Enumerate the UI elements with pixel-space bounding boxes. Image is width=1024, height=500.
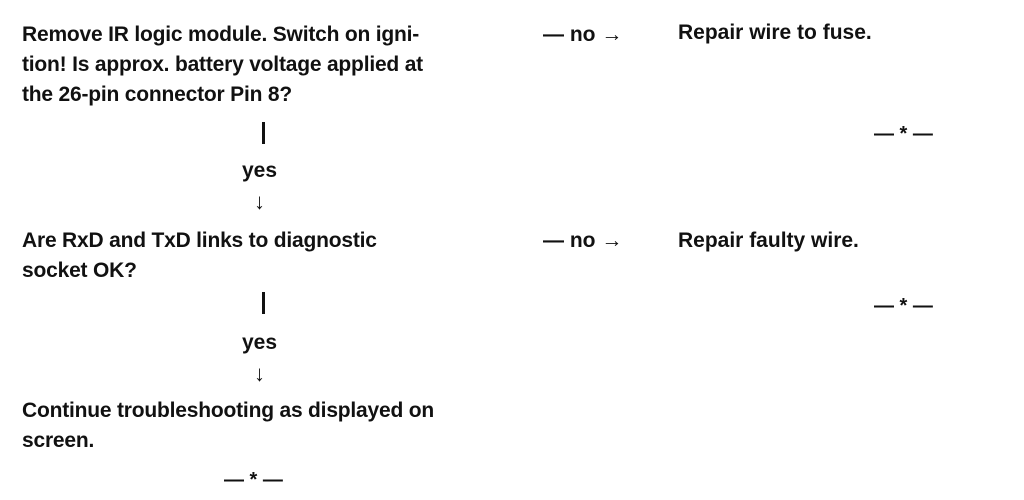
step-1-question-line: Remove IR logic module. Switch on igni-: [22, 23, 420, 46]
step-1-question-line: the 26-pin connector Pin 8?: [22, 83, 292, 106]
final-step-line: Continue troubleshooting as displayed on: [22, 399, 435, 422]
step-2-yes-connector: [262, 292, 265, 314]
step-1-no-action: Repair wire to fuse.: [678, 21, 872, 44]
step-2-end-mark: — * —: [874, 295, 933, 317]
step-2-no-label: — no →: [543, 229, 623, 252]
step-1-no-label: — no →: [543, 23, 623, 46]
step-2-question-line: socket OK?: [22, 259, 137, 282]
step-2-down-arrow-icon: ↓: [254, 361, 265, 386]
step-1-yes-label: yes: [242, 159, 278, 182]
final-step: Continue troubleshooting as displayed on…: [22, 396, 434, 456]
final-step-line: screen.: [22, 429, 95, 452]
step-1-question: Remove IR logic module. Switch on igni- …: [22, 20, 423, 110]
step-2-question-line: Are RxD and TxD links to diagnostic: [22, 229, 377, 252]
step-1-yes-connector: [262, 122, 265, 144]
step-2-no-action: Repair faulty wire.: [678, 229, 859, 252]
final-end-mark: — * —: [224, 469, 283, 491]
step-1-end-mark: — * —: [874, 123, 933, 145]
step-2-question: Are RxD and TxD links to diagnostic sock…: [22, 226, 377, 286]
step-1-question-line: tion! Is approx. battery voltage applied…: [22, 53, 423, 76]
step-2-yes-label: yes: [242, 331, 278, 354]
step-1-down-arrow-icon: ↓: [254, 189, 265, 214]
